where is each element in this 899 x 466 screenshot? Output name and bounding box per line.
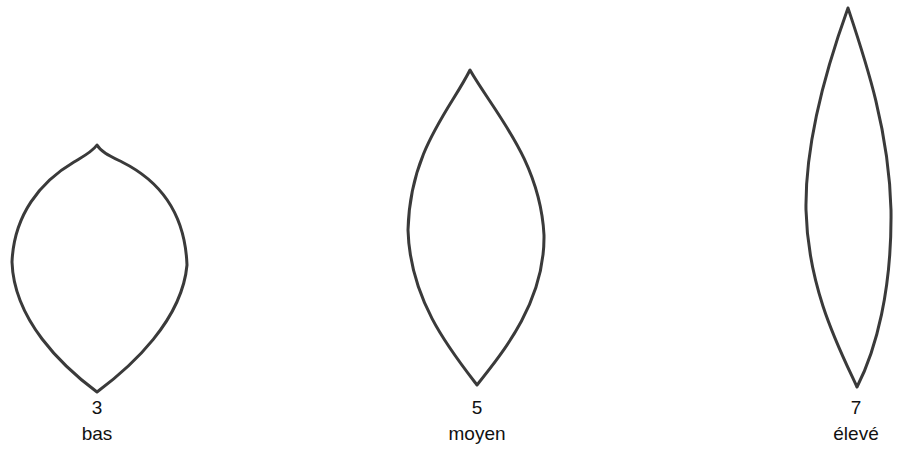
leaf-number: 3 [92, 398, 103, 417]
leaf-outline-high [806, 8, 891, 387]
leaf-level: bas [82, 424, 113, 443]
leaf-number: 5 [472, 398, 483, 417]
leaf-number: 7 [851, 398, 862, 417]
leaf-level: moyen [448, 424, 505, 443]
leaf-level: élevé [833, 424, 878, 443]
leaf-outline-medium [408, 70, 544, 385]
leaf-outline-low [12, 145, 187, 392]
